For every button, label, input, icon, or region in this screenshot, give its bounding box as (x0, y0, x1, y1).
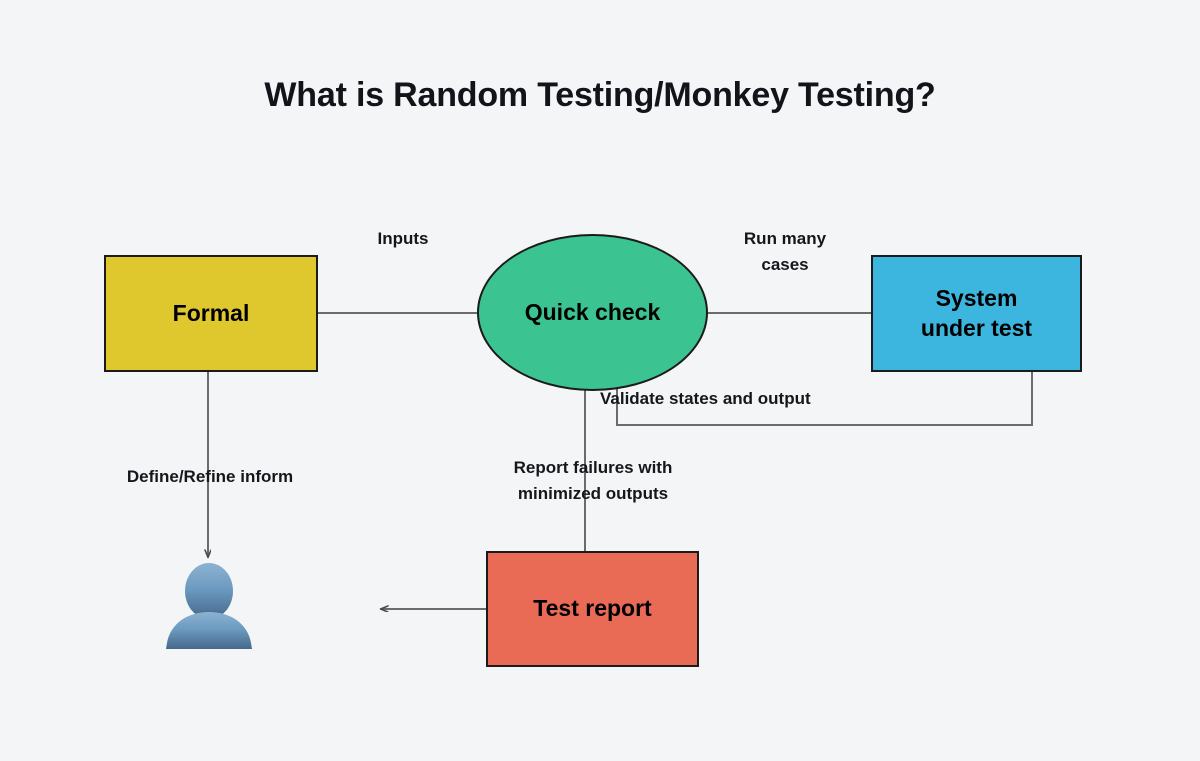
node-system-under-test[interactable]: System under test (871, 255, 1082, 372)
edge-label-report-failures: Report failures with minimized outputs (513, 458, 673, 503)
node-quick-check[interactable]: Quick check (477, 234, 708, 391)
node-system-under-test-label: System under test (920, 285, 1033, 341)
edge-label-inputs: Inputs (377, 229, 429, 248)
node-quick-check-label: Quick check (524, 298, 661, 325)
page-title: What is Random Testing/Monkey Testing? (264, 76, 936, 114)
node-test-report-label: Test report (533, 595, 652, 622)
edge-label-validate-states-and-output: Validate states and output (600, 389, 811, 408)
node-formal[interactable]: Formal (104, 255, 318, 372)
node-test-report[interactable]: Test report (486, 551, 699, 667)
edge-label-define-refine-inform: Define/Refine inform (126, 467, 294, 486)
node-formal-label: Formal (172, 299, 250, 326)
edge-label-run-many-cases: Run many cases (743, 229, 827, 274)
user-avatar-icon (166, 563, 252, 649)
